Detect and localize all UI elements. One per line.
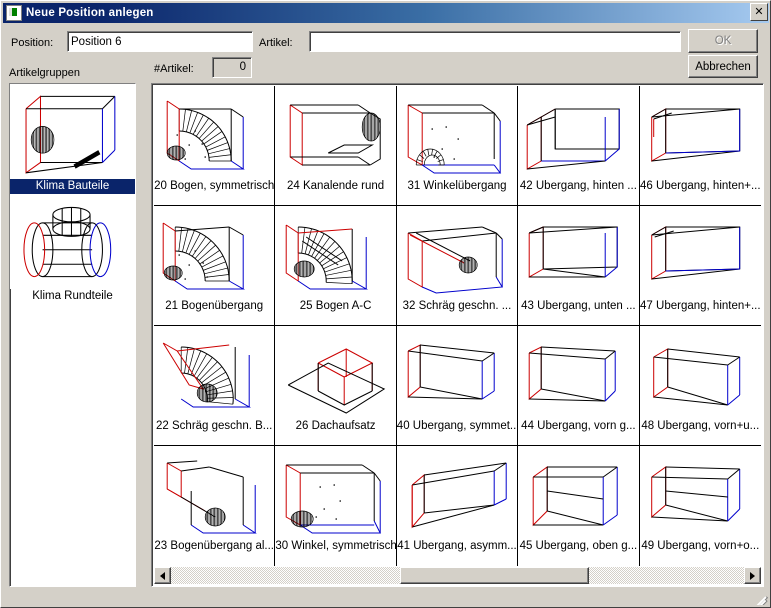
window-title: Neue Position anlegen: [26, 7, 154, 19]
article-item-caption: 25 Bogen A-C: [299, 300, 372, 312]
article-thumbnail-icon: [640, 326, 761, 419]
article-thumbnail-icon: [154, 206, 274, 299]
artikel-count-label: #Artikel:: [154, 63, 194, 75]
article-thumbnail-icon: [397, 446, 517, 539]
article-thumbnail-icon: [275, 326, 395, 419]
artikel-label: Artikel:: [259, 37, 293, 49]
article-item-41[interactable]: 41 Übergang, asymm...: [396, 446, 519, 566]
article-item-caption: 24 Kanalende rund: [286, 180, 385, 192]
article-item-caption: 21 Bogenübergang: [165, 300, 264, 312]
group-thumbnail-icon: [10, 84, 135, 179]
app-icon: [6, 5, 22, 21]
scroll-thumb[interactable]: [400, 567, 590, 584]
title-bar: Neue Position anlegen: [3, 3, 769, 23]
article-item-caption: 40 Übergang, symmet...: [396, 420, 518, 432]
position-input[interactable]: [67, 31, 253, 52]
article-item-23[interactable]: 23 Bogenübergang al...: [154, 446, 276, 566]
article-item-25[interactable]: 25 Bogen A-C: [275, 206, 397, 326]
article-item-20[interactable]: 20 Bogen, symmetrisch: [154, 86, 276, 206]
article-item-caption: 41 Übergang, asymm...: [397, 540, 517, 552]
article-item-49[interactable]: 49 Übergang, vorn+o...: [639, 446, 761, 566]
article-item-47[interactable]: 47 Übergang, hinten+...: [639, 206, 761, 326]
article-item-22[interactable]: 22 Schräg geschn. B...: [154, 326, 276, 446]
article-item-caption: 23 Bogenübergang al...: [154, 540, 274, 552]
scroll-track[interactable]: [171, 567, 744, 584]
article-item-24[interactable]: 24 Kanalende rund: [275, 86, 397, 206]
article-item-45[interactable]: 45 Übergang, oben g...: [518, 446, 640, 566]
scroll-right-arrow[interactable]: [744, 567, 761, 584]
article-item-26[interactable]: 26 Dachaufsatz: [275, 326, 397, 446]
article-item-caption: 46 Übergang, hinten+...: [640, 180, 761, 192]
article-thumbnail-icon: [518, 326, 638, 419]
article-item-caption: 43 Übergang, unten ...: [521, 300, 636, 312]
article-item-32[interactable]: 32 Schräg geschn. ...: [396, 206, 519, 326]
article-item-caption: 49 Übergang, vorn+o...: [641, 540, 760, 552]
article-thumbnail-icon: [640, 86, 761, 179]
article-grid-panel[interactable]: 20 Bogen, symmetrisch 24 Kanalende rund 31…: [151, 83, 764, 587]
article-item-caption: 20 Bogen, symmetrisch: [154, 180, 275, 192]
article-item-caption: 26 Dachaufsatz: [295, 420, 376, 432]
article-thumbnail-icon: [275, 206, 395, 299]
close-icon[interactable]: ✕: [750, 3, 768, 21]
article-item-42[interactable]: 42 Übergang, hinten ...: [518, 86, 640, 206]
article-item-caption: 47 Übergang, hinten+...: [640, 300, 761, 312]
article-thumbnail-icon: [154, 446, 274, 539]
article-thumbnail-icon: [518, 86, 638, 179]
artikelgruppen-label: Artikelgruppen: [9, 67, 80, 79]
article-thumbnail-icon: [518, 206, 638, 299]
article-item-caption: 48 Übergang, vorn+u...: [641, 420, 760, 432]
article-thumbnail-icon: [640, 206, 761, 299]
artikel-input[interactable]: [309, 31, 681, 52]
article-thumbnail-icon: [275, 446, 395, 539]
ok-button[interactable]: OK: [688, 29, 758, 53]
resize-grip[interactable]: [754, 591, 768, 605]
scroll-left-arrow[interactable]: [154, 567, 171, 584]
article-item-caption: 22 Schräg geschn. B...: [156, 420, 273, 432]
article-thumbnail-icon: [397, 326, 517, 419]
group-item-label: Klima Bauteile: [10, 179, 135, 194]
article-item-caption: 42 Übergang, hinten ...: [519, 180, 637, 192]
article-thumbnail-icon: [640, 446, 761, 539]
group-item-label: Klima Rundteile: [32, 290, 113, 302]
article-item-caption: 44 Übergang, vorn g...: [521, 420, 636, 432]
article-thumbnail-icon: [275, 86, 395, 179]
article-item-46[interactable]: 46 Übergang, hinten+...: [639, 86, 761, 206]
article-item-caption: 30 Winkel, symmetrisch: [275, 540, 396, 552]
artikel-count-value: 0: [212, 57, 252, 78]
article-thumbnail-icon: [518, 446, 638, 539]
group-item-0[interactable]: Klima Bauteile: [10, 84, 135, 194]
position-label: Position:: [11, 37, 54, 49]
article-thumbnail-icon: [154, 326, 274, 419]
article-thumbnail-icon: [397, 86, 517, 179]
article-grid: 20 Bogen, symmetrisch 24 Kanalende rund 31…: [154, 86, 761, 566]
article-item-30[interactable]: 30 Winkel, symmetrisch: [275, 446, 397, 566]
article-item-31[interactable]: 31 Winkelübergang: [396, 86, 519, 206]
article-item-48[interactable]: 48 Übergang, vorn+u...: [639, 326, 761, 446]
cancel-button[interactable]: Abbrechen: [688, 55, 758, 78]
horizontal-scrollbar[interactable]: [154, 567, 761, 584]
article-item-40[interactable]: 40 Übergang, symmet...: [396, 326, 519, 446]
article-item-caption: 32 Schräg geschn. ...: [402, 300, 512, 312]
article-item-21[interactable]: 21 Bogenübergang: [154, 206, 276, 326]
article-item-44[interactable]: 44 Übergang, vorn g...: [518, 326, 640, 446]
article-item-caption: 45 Übergang, oben g...: [519, 540, 638, 552]
article-thumbnail-icon: [154, 86, 274, 179]
group-item-1[interactable]: Klima Rundteile: [10, 194, 135, 304]
article-item-43[interactable]: 43 Übergang, unten ...: [518, 206, 640, 326]
article-item-caption: 31 Winkelübergang: [407, 180, 507, 192]
group-thumbnail-icon: [10, 194, 135, 289]
article-thumbnail-icon: [397, 206, 517, 299]
